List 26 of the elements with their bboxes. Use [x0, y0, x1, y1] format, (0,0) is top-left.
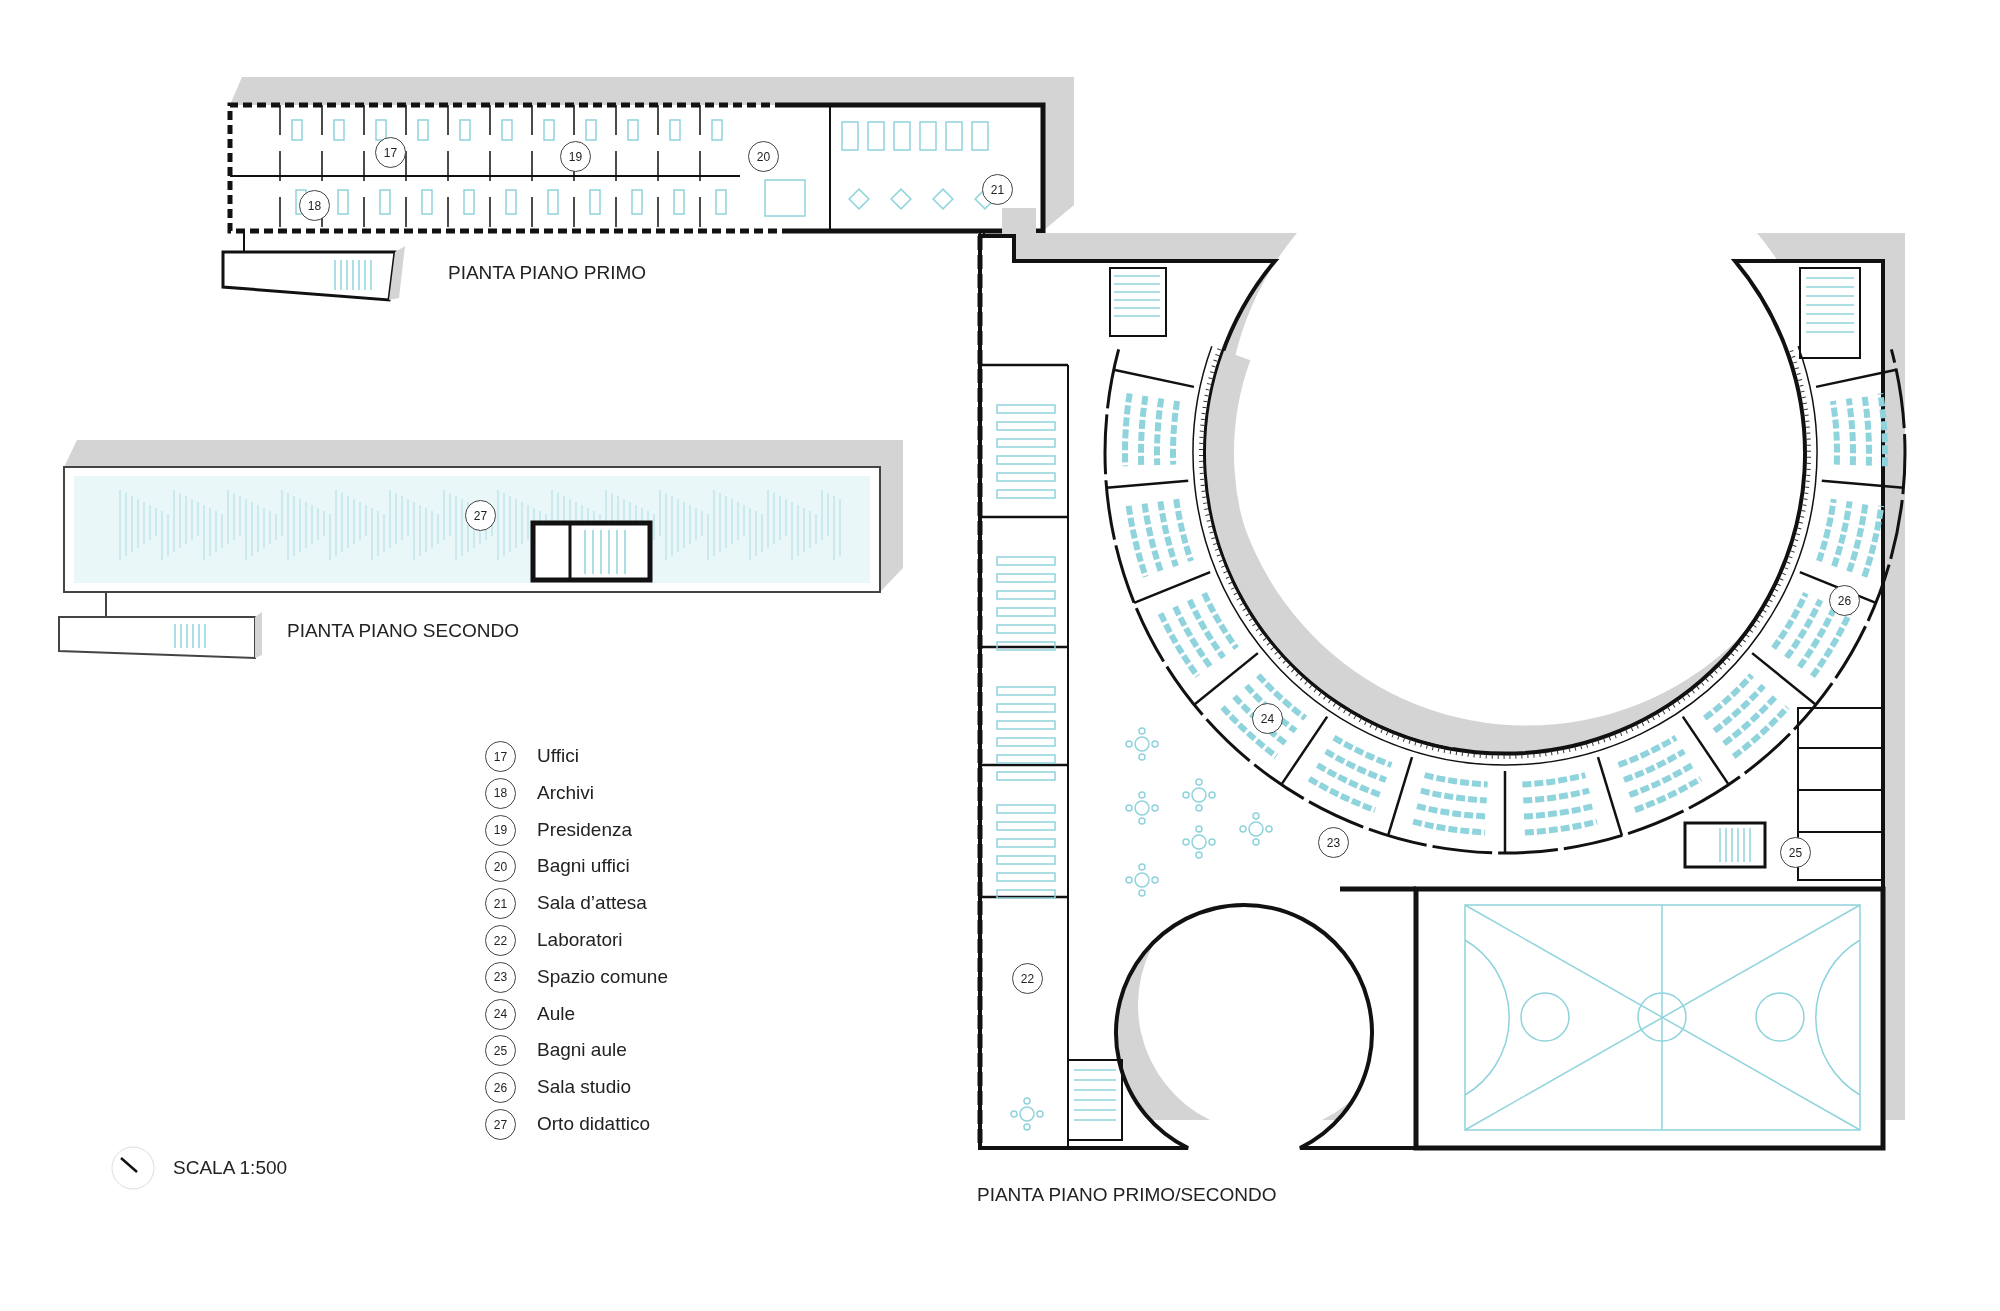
callout-number: 18 [485, 777, 516, 809]
callout-number: 26 [485, 1072, 516, 1104]
legend-text: Archivi [537, 780, 594, 805]
callout-number: 24 [485, 998, 516, 1030]
legend-text: Laboratori [537, 928, 623, 952]
legend-text: Sala d’attesa [537, 891, 647, 916]
callout-number: 20 [485, 851, 516, 883]
legend-text: Uffici [537, 744, 579, 768]
callout-number: 22 [485, 925, 516, 956]
scale-text: SCALA 1:500 [173, 1156, 288, 1180]
callout-number: 27 [485, 1109, 516, 1140]
legend-text: Presidenza [537, 817, 633, 842]
legend-text: Aule [537, 1001, 576, 1026]
callout-number: 23 [485, 961, 516, 993]
legend-text: Sala studio [537, 1075, 631, 1100]
plan-title: PIANTA PIANO SECONDO [287, 619, 519, 643]
callout-number: 17 [485, 741, 516, 772]
legend-text: Bagni uffici [537, 854, 630, 879]
callout-number: 19 [485, 814, 516, 846]
callout-number: 21 [485, 888, 516, 920]
legend-text: Bagni aule [537, 1038, 627, 1063]
legend-text: Orto didattico [537, 1112, 650, 1136]
callout-number: 25 [485, 1035, 516, 1067]
plan-title: PIANTA PIANO PRIMO/SECONDO [977, 1183, 1277, 1207]
plan-title: PIANTA PIANO PRIMO [448, 261, 647, 285]
legend-text: Spazio comune [537, 964, 668, 989]
